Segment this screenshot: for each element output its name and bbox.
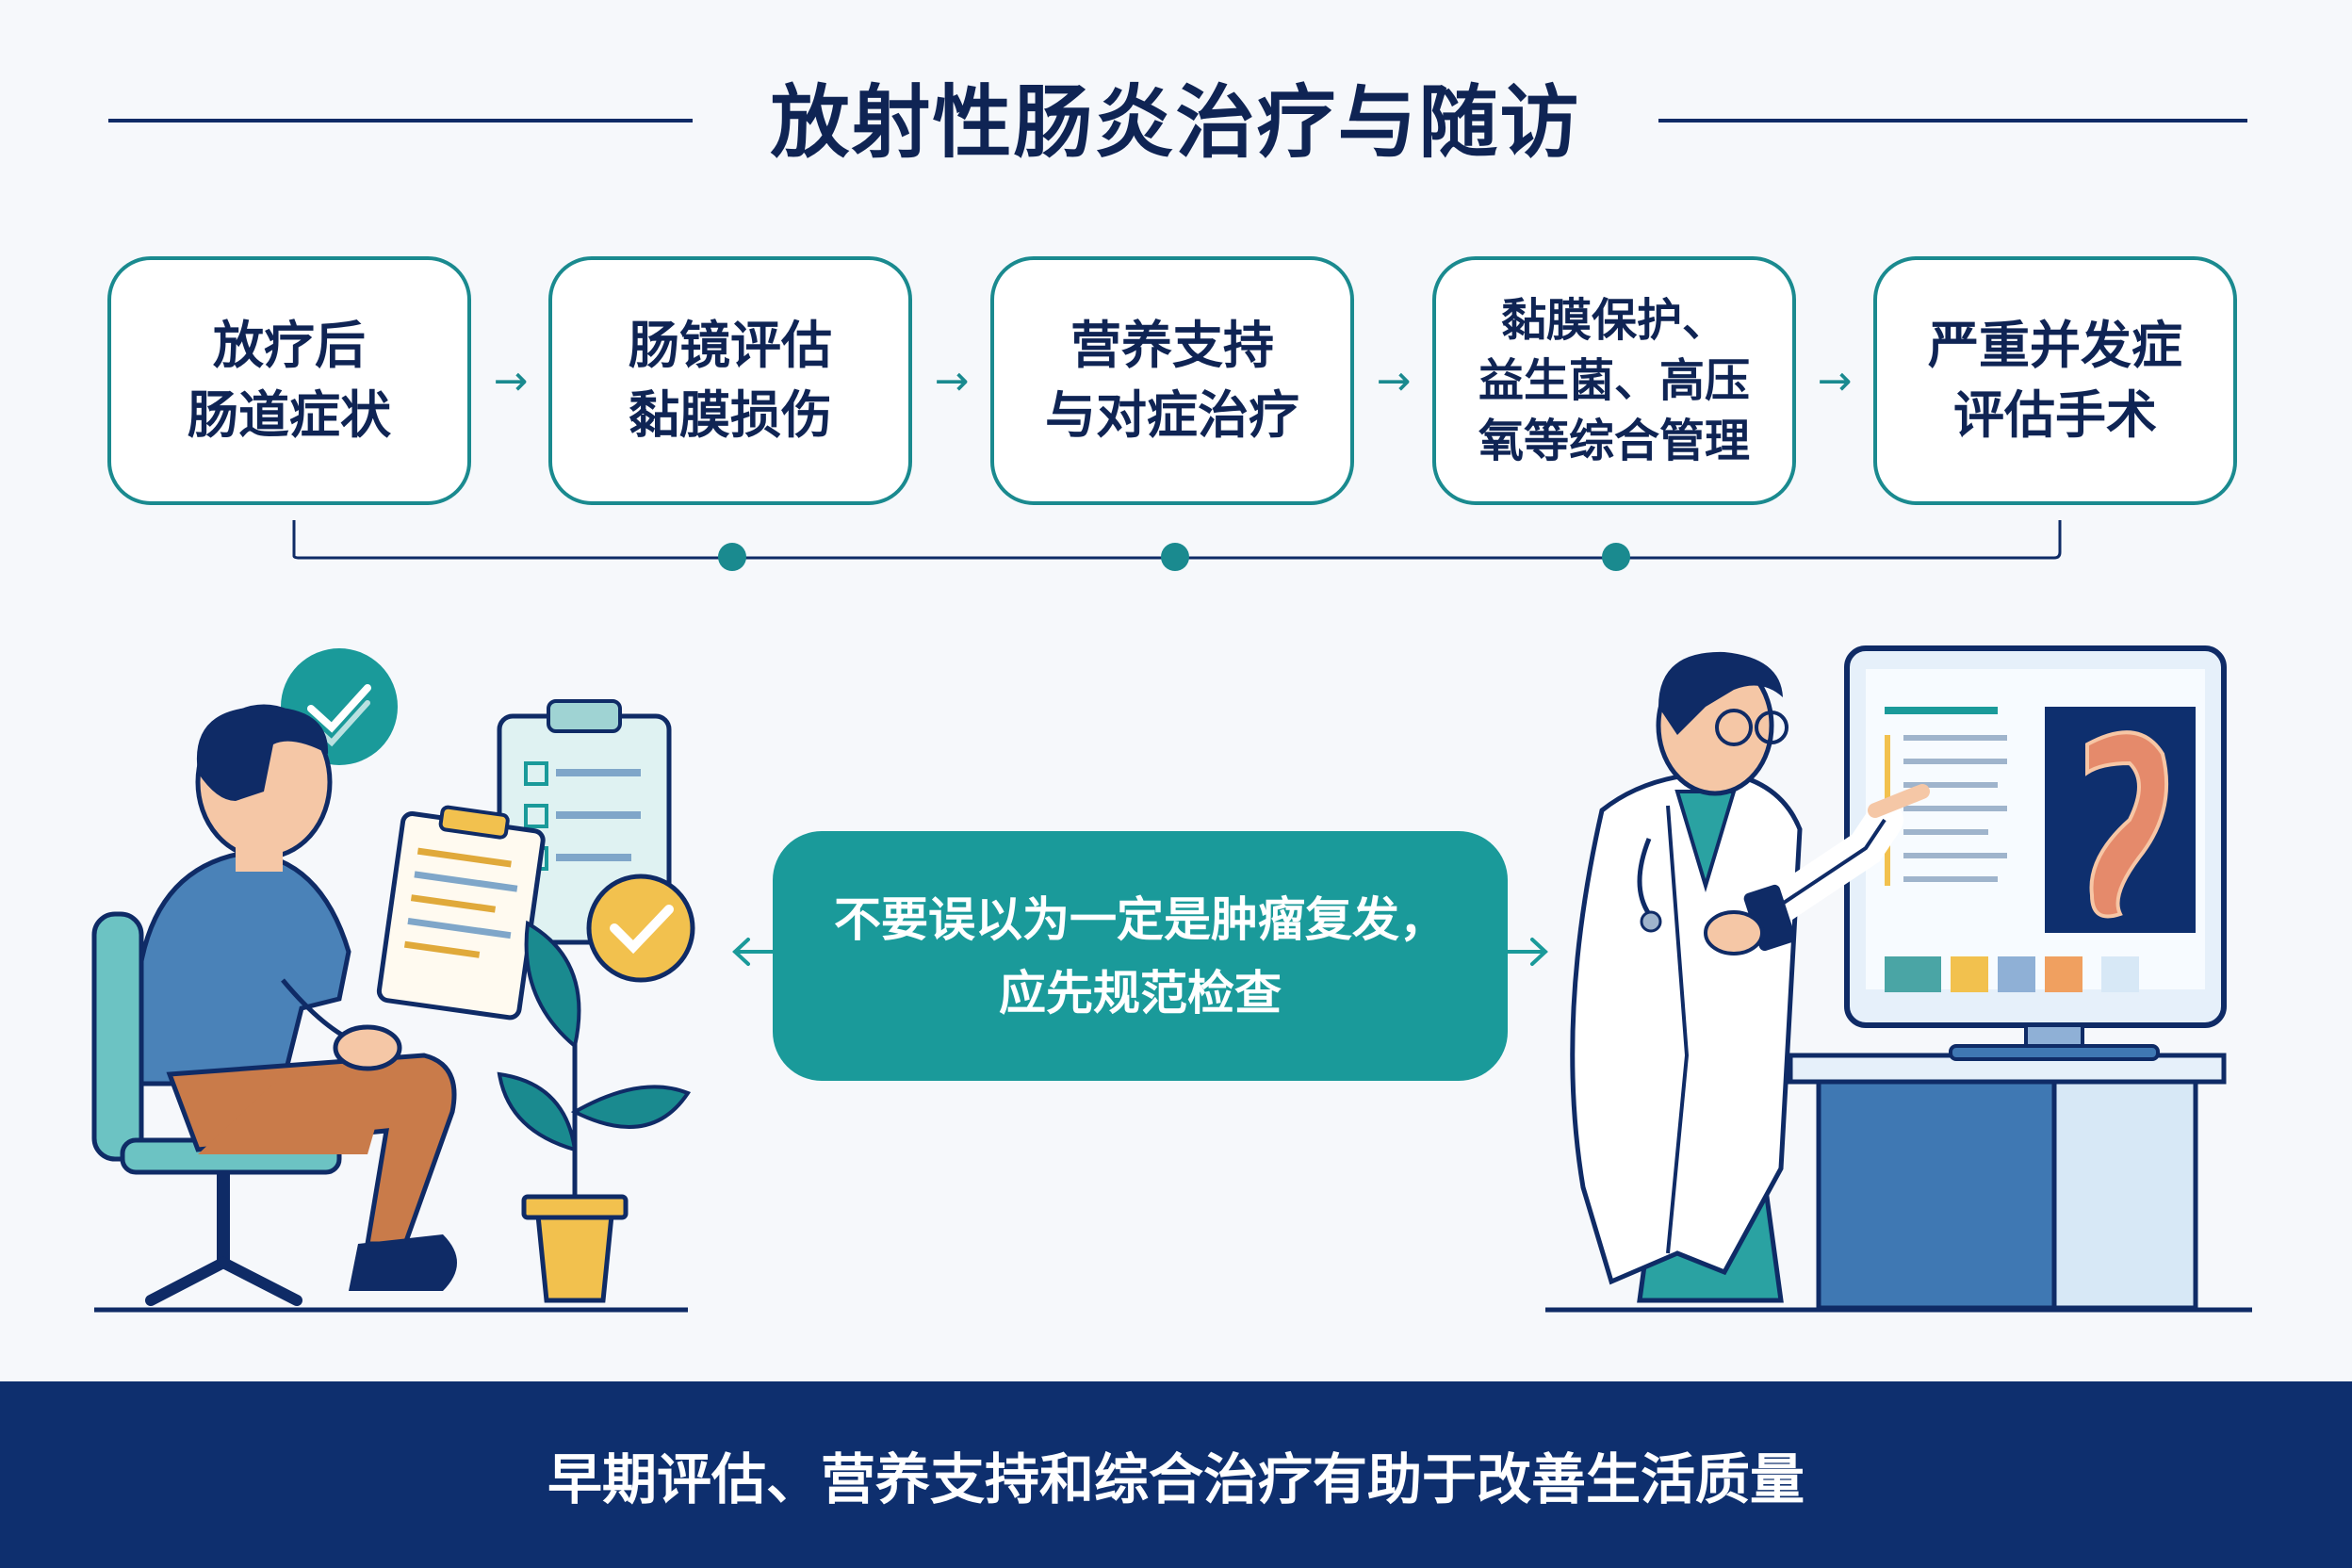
connector-dot: [1161, 543, 1189, 571]
doctor-illustration: [1545, 645, 2252, 1313]
step-box-3: 营养支持 与对症治疗: [990, 256, 1354, 505]
step-label-5: 严重并发症 评估手术: [1928, 316, 2182, 445]
patient-figure: [139, 704, 457, 1291]
connector-dot: [718, 543, 746, 571]
step-label-3: 营养支持 与对症治疗: [1045, 316, 1299, 445]
plant-icon: [497, 920, 692, 1303]
step-box-1: 放疗后 肠道症状: [107, 256, 471, 505]
step-box-2: 肠镜评估 黏膜损伤: [548, 256, 912, 505]
title-bar: 放射性肠炎治疗与随访: [0, 66, 2352, 179]
arrow-right-icon: →: [934, 357, 970, 405]
arrow-right-icon: →: [1817, 357, 1853, 405]
step-label-2: 肠镜评估 黏膜损伤: [629, 316, 832, 445]
step-box-5: 严重并发症 评估手术: [1873, 256, 2237, 505]
step-label-1: 放疗后 肠道症状: [188, 316, 391, 445]
arrow-right-icon: →: [493, 357, 529, 405]
title-divider-left: [108, 119, 693, 122]
document-icon: [376, 805, 546, 1021]
banner-arrows: [732, 938, 1548, 966]
footer-banner: 早期评估、营养支持和综合治疗有助于改善生活质量: [0, 1381, 2352, 1568]
banner-text: 不要误以为一定是肿瘤复发， 应先规范检查: [834, 891, 1446, 1021]
check-circle-icon: [586, 874, 695, 983]
center-banner: 不要误以为一定是肿瘤复发， 应先规范检查: [773, 831, 1508, 1081]
arrow-right-icon: →: [1376, 357, 1412, 405]
title-divider-right: [1658, 119, 2247, 122]
page-title: 放射性肠炎治疗与随访: [770, 76, 1581, 169]
connector-dot: [1602, 543, 1630, 571]
step-box-4: 黏膜保护、 益生菌、高压 氧等综合管理: [1432, 256, 1796, 505]
desk: [1788, 1053, 2227, 1311]
footer-text: 早期评估、营养支持和综合治疗有助于改善生活质量: [547, 1447, 1805, 1511]
step-label-4: 黏膜保护、 益生菌、高压 氧等综合管理: [1478, 294, 1750, 467]
monitor-colon-scan: [1844, 645, 2227, 1061]
patient-illustration: [91, 648, 695, 1313]
doctor-figure: [1570, 651, 1930, 1303]
